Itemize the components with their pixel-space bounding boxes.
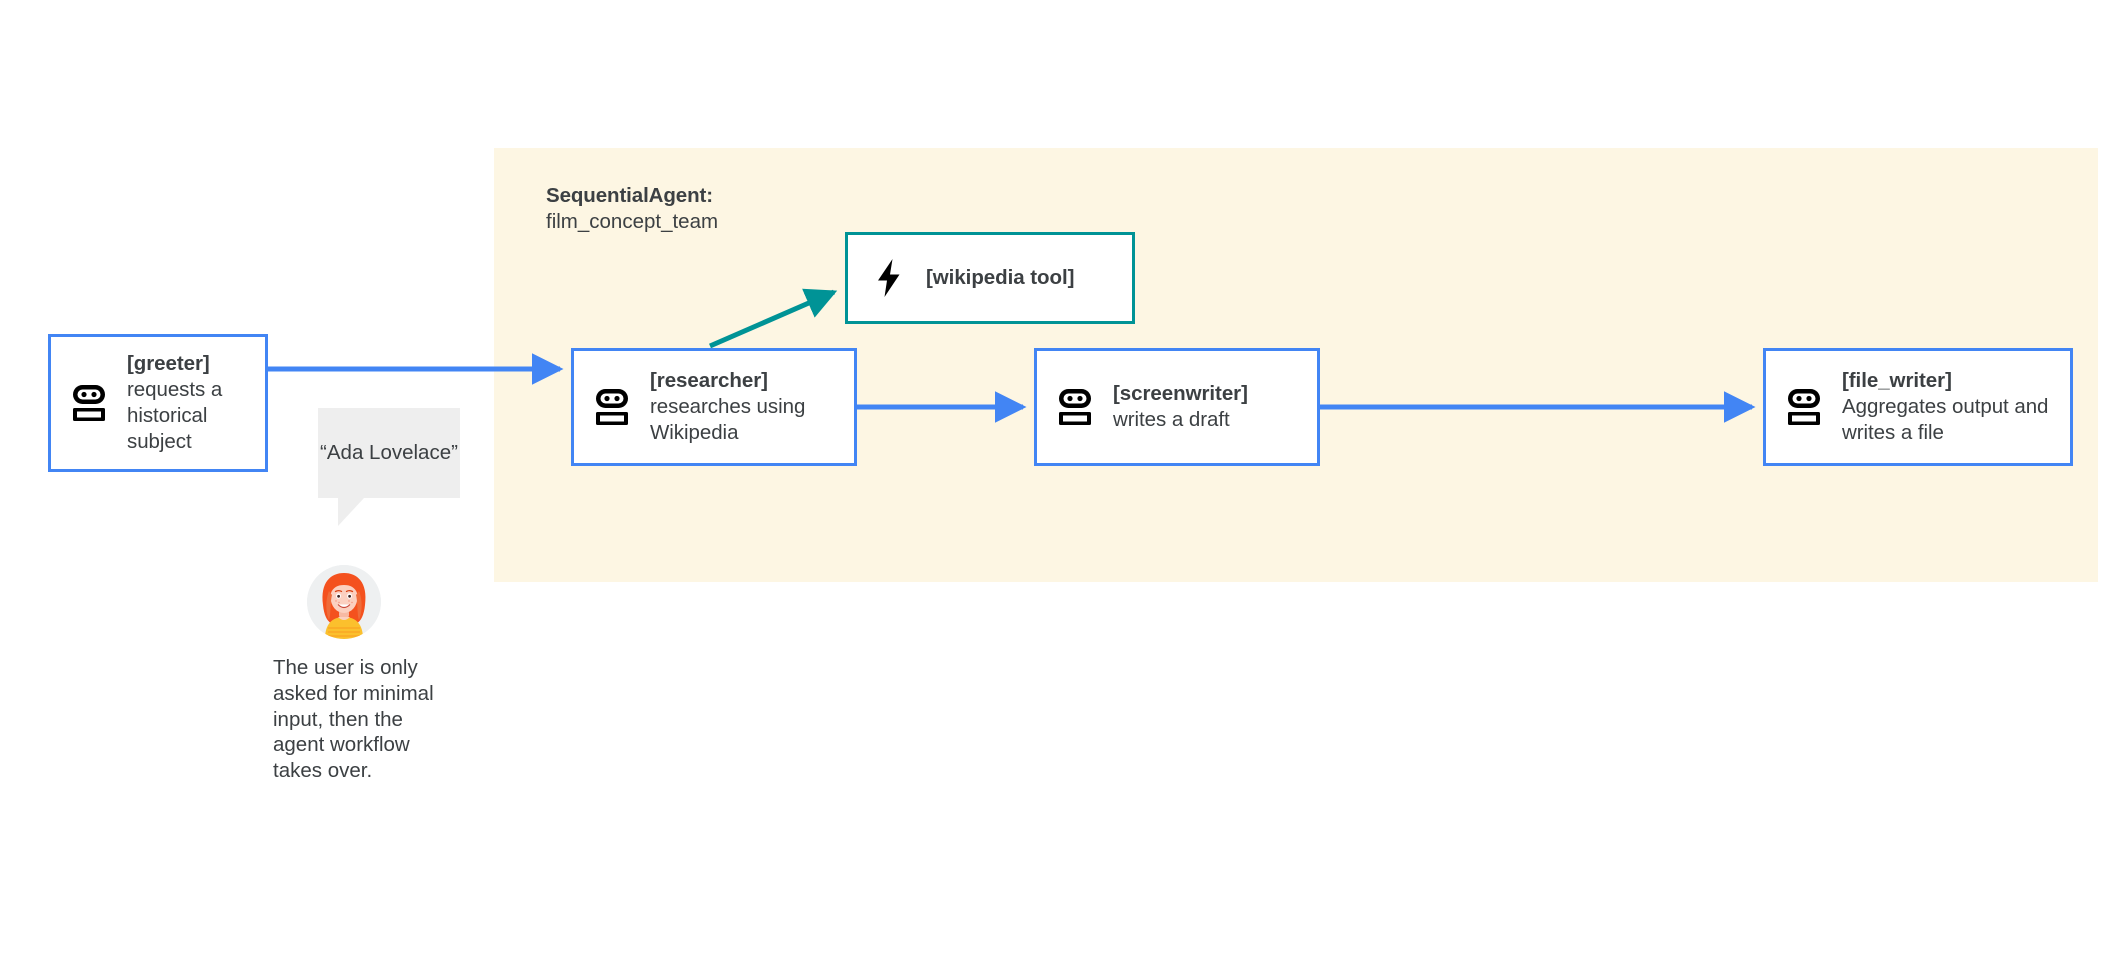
agent-node-screenwriter-description: writes a draft <box>1113 408 1230 431</box>
robot-icon <box>73 385 105 421</box>
agent-node-file-writer-text: [file_writer] Aggregates output and writ… <box>1842 368 2070 446</box>
speech-bubble-tail <box>338 498 364 526</box>
avatar-illustration <box>307 565 381 639</box>
agent-node-file-writer-description: Aggregates output and writes a file <box>1842 395 2049 444</box>
agent-node-greeter-description: requests a historical subject <box>127 378 223 453</box>
agent-node-greeter-text: [greeter] requests a historical subject <box>127 351 265 455</box>
user-avatar <box>307 565 381 639</box>
sequential-agent-title: SequentialAgent: film_concept_team <box>546 183 966 235</box>
tool-node-wikipedia[interactable]: [wikipedia tool] <box>845 232 1135 324</box>
agent-node-researcher-text: [researcher] researches using Wikipedia <box>650 368 854 446</box>
sequential-agent-name-label: film_concept_team <box>546 210 719 233</box>
user-speech-bubble-text: “Ada Lovelace” <box>320 441 458 464</box>
sequential-agent-type-label: SequentialAgent: <box>546 184 713 207</box>
agent-node-screenwriter-text: [screenwriter] writes a draft <box>1113 381 1317 433</box>
tool-node-wikipedia-text: [wikipedia tool] <box>926 265 1132 291</box>
agent-node-researcher-description: researches using Wikipedia <box>650 395 806 444</box>
lightning-bolt-icon <box>878 259 900 297</box>
agent-node-greeter[interactable]: [greeter] requests a historical subject <box>48 334 268 472</box>
agent-node-screenwriter-name: [screenwriter] <box>1113 382 1248 405</box>
agent-node-researcher[interactable]: [researcher] researches using Wikipedia <box>571 348 857 466</box>
agent-node-researcher-name: [researcher] <box>650 369 768 392</box>
tool-node-wikipedia-name: [wikipedia tool] <box>926 266 1075 289</box>
agent-node-file-writer[interactable]: [file_writer] Aggregates output and writ… <box>1763 348 2073 466</box>
user-caption: The user is only asked for minimal input… <box>273 656 434 783</box>
robot-icon <box>1788 389 1820 425</box>
agent-node-file-writer-name: [file_writer] <box>1842 369 1952 392</box>
robot-icon <box>596 389 628 425</box>
agent-node-screenwriter[interactable]: [screenwriter] writes a draft <box>1034 348 1320 466</box>
user-speech-bubble: “Ada Lovelace” <box>318 408 460 498</box>
robot-icon <box>1059 389 1091 425</box>
agent-node-greeter-name: [greeter] <box>127 352 210 375</box>
